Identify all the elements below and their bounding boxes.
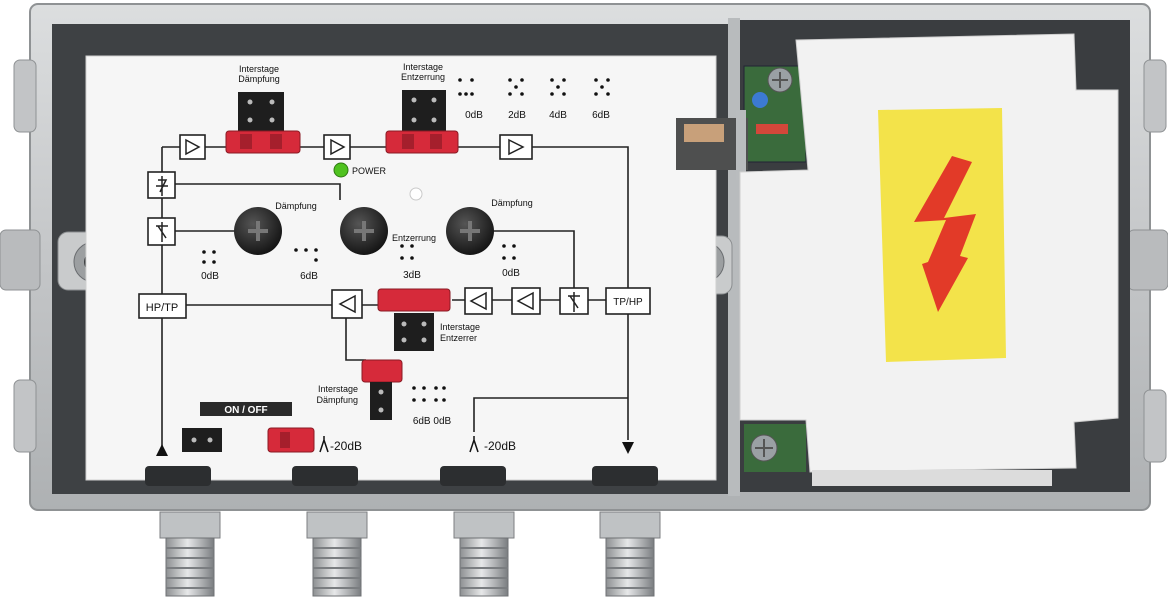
label-db-top-6: 6dB [592,110,610,121]
label-interstage-daempfung-low-1: Interstage [318,384,358,394]
label-daempfung-left: Dämpfung [275,201,317,211]
label-interstage-entzerrer-2: Entzerrer [440,333,477,343]
label-db-top-2: 2dB [508,110,526,121]
label-interstage-entzerrung-top-2: Entzerrung [401,72,445,82]
label-tp-hp: TP/HP [613,297,643,308]
label-minus20-left: -20dB [330,439,362,453]
panel-labels: Interstage Dämpfung Interstage Entzerrun… [146,62,643,453]
label-interstage-entzerrer-1: Interstage [440,322,480,332]
on-off-label-bg [200,402,292,416]
amp-blocks [138,134,651,319]
arrow-down-right [622,442,634,454]
warning-sticker [878,108,1006,362]
jumper-interstage-daempfung-low [361,359,403,420]
circuit-panel [85,55,717,481]
knob-entzerrung [340,207,388,255]
dip-dot-patterns [202,78,610,402]
panel-sockets [145,466,658,486]
knob-daempfung-left [234,207,282,255]
label-interstage-daempfung-top-1: Interstage [239,64,279,74]
jumper-interstage-daempfung-top [225,92,301,154]
label-db-row2-b: 6dB [300,271,318,282]
f-connectors [159,511,661,597]
switch-on-off [182,428,222,452]
arrow-up-left [156,444,168,456]
label-db-low: 6dB 0dB [413,416,452,427]
pcb-terminal-bottom [744,424,806,472]
split-symbols [319,436,479,453]
label-db-row2-a: 0dB [201,271,219,282]
label-hp-tp: HP/TP [146,302,178,314]
pcb-terminal-top [676,65,807,180]
indicator-led [409,187,423,201]
label-db-row2-d: 0dB [502,268,520,279]
label-interstage-entzerrung-top-1: Interstage [403,62,443,72]
jumper-interstage-entzerrer-mid [377,288,451,351]
label-power: POWER [352,166,387,176]
knob-daempfung-right [446,207,494,255]
label-daempfung-right: Dämpfung [491,198,533,208]
power-led [333,162,349,178]
label-interstage-daempfung-low-2: Dämpfung [316,395,358,405]
jumper-interstage-entzerrung-top [385,90,459,154]
f-connector-3 [453,511,515,597]
label-minus20-right: -20dB [484,439,516,453]
label-db-row2-c: 3dB [403,270,421,281]
signal-lines [161,146,629,448]
f-connector-1 [159,511,221,597]
amp-symbols [156,138,580,314]
label-interstage-daempfung-top-2: Dämpfung [238,74,280,84]
lightning-bolt-icon [914,156,976,312]
jumper-minus20-left [267,427,315,453]
label-db-top-0: 0dB [465,110,483,121]
label-on-off: ON / OFF [224,405,267,416]
f-connector-2 [306,511,368,597]
label-db-top-4: 4dB [549,110,567,121]
label-entzerrung-mid: Entzerrung [392,233,436,243]
f-connector-4 [599,511,661,597]
